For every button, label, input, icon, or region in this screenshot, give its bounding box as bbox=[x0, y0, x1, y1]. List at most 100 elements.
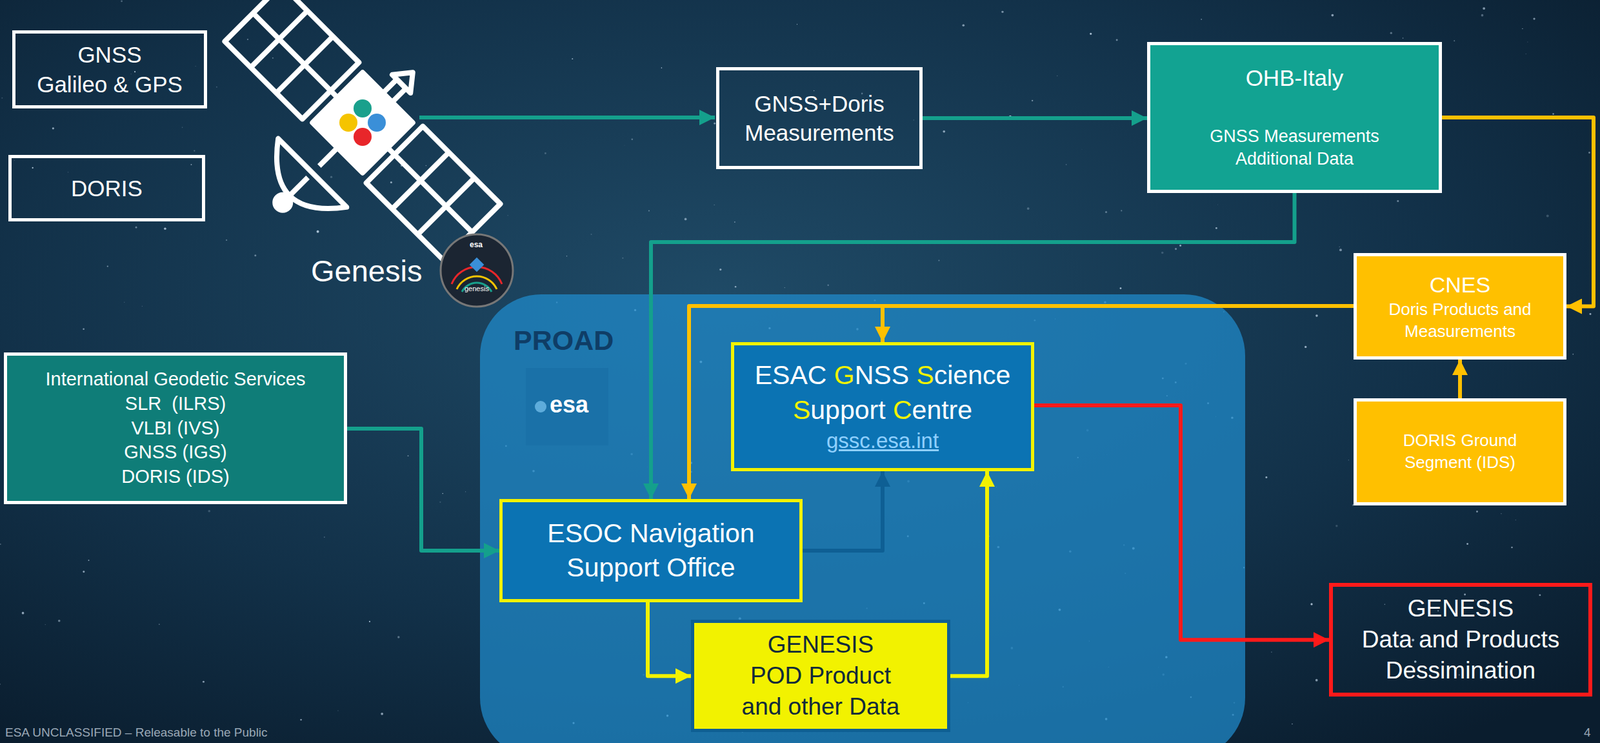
doris-ground-box: DORIS Ground Segment (IDS) bbox=[1353, 398, 1567, 506]
star bbox=[225, 239, 228, 241]
star bbox=[734, 285, 737, 288]
flow-arrow bbox=[689, 305, 1354, 499]
star bbox=[1065, 163, 1068, 166]
dissemination-box: GENESISData and Products Dessimination bbox=[1329, 582, 1593, 697]
star bbox=[1001, 10, 1004, 13]
node-title: GENESIS bbox=[1407, 592, 1515, 624]
node-title: DORIS Ground Segment (IDS) bbox=[1382, 429, 1538, 474]
star bbox=[390, 181, 393, 184]
star bbox=[1527, 41, 1528, 42]
esoc-box: ESOC Navigation Support Office bbox=[499, 498, 803, 602]
star bbox=[194, 65, 197, 68]
logo-text: genesis bbox=[464, 284, 490, 293]
star bbox=[123, 301, 125, 303]
star bbox=[1105, 210, 1108, 213]
star bbox=[1532, 17, 1535, 20]
node-text: Data and Products Dessimination bbox=[1349, 623, 1573, 686]
star bbox=[913, 119, 915, 120]
star bbox=[1215, 227, 1218, 230]
star bbox=[141, 305, 143, 307]
star bbox=[337, 709, 339, 711]
logo-text: esa bbox=[469, 240, 483, 250]
star bbox=[380, 712, 384, 715]
star bbox=[163, 227, 167, 230]
proad-region: PROADESAC GNSS Science Support Centregss… bbox=[480, 294, 1246, 743]
star bbox=[1310, 602, 1313, 605]
star bbox=[45, 623, 46, 625]
star bbox=[1120, 287, 1122, 290]
flow-arrow bbox=[347, 428, 500, 551]
node-title: DORIS bbox=[70, 173, 143, 204]
node-title: International Geodetic Services bbox=[45, 367, 306, 392]
star bbox=[630, 138, 633, 140]
node-title: OHB-Italy bbox=[1245, 63, 1344, 93]
flow-arrow bbox=[882, 305, 1354, 342]
measurement-box: GNSS+Doris Measurements bbox=[716, 67, 923, 170]
node-text: POD Product and other Data bbox=[729, 660, 913, 722]
star bbox=[507, 214, 509, 216]
flow-arrow bbox=[1458, 359, 1462, 399]
star bbox=[1265, 476, 1268, 479]
star bbox=[216, 86, 218, 88]
star bbox=[369, 620, 371, 622]
star bbox=[661, 67, 663, 69]
node-title: CNES bbox=[1429, 270, 1491, 299]
star bbox=[200, 38, 202, 40]
star bbox=[193, 149, 195, 151]
node-text: Doris Products and Measurements bbox=[1363, 298, 1557, 343]
star bbox=[1525, 53, 1527, 55]
star bbox=[442, 492, 444, 494]
star bbox=[323, 536, 326, 538]
star bbox=[247, 38, 249, 40]
star bbox=[82, 327, 85, 330]
genesis-logo bbox=[440, 234, 513, 307]
star bbox=[0, 683, 1, 685]
star bbox=[1056, 75, 1058, 77]
node-text: SLR (ILRS) bbox=[125, 391, 226, 417]
star bbox=[1339, 246, 1340, 248]
star bbox=[1510, 546, 1513, 549]
star bbox=[1572, 353, 1574, 355]
flow-arrow bbox=[1034, 405, 1330, 640]
star bbox=[1315, 678, 1319, 682]
star bbox=[1402, 37, 1404, 39]
star bbox=[1588, 151, 1591, 154]
node-text: GNSS Measurements Additional Data bbox=[1198, 125, 1392, 171]
star bbox=[1466, 542, 1469, 545]
flow-arrow bbox=[802, 470, 883, 551]
star bbox=[1315, 314, 1319, 317]
star bbox=[1589, 312, 1592, 315]
star bbox=[272, 57, 274, 59]
star bbox=[1217, 203, 1219, 206]
star bbox=[1335, 524, 1338, 527]
star bbox=[571, 58, 573, 60]
ohb-box: OHB-ItalyGNSS Measurements Additional Da… bbox=[1147, 41, 1442, 193]
star bbox=[1200, 18, 1202, 20]
node-title: GNSS+Doris Measurements bbox=[735, 89, 904, 148]
flow-arrow bbox=[650, 192, 1295, 499]
star bbox=[1384, 603, 1386, 605]
node-text: DORIS (IDS) bbox=[121, 464, 230, 490]
star bbox=[1348, 459, 1350, 460]
satellite-logo bbox=[339, 99, 386, 146]
star bbox=[590, 233, 593, 235]
cnes-box: CNESDoris Products and Measurements bbox=[1353, 252, 1567, 360]
star bbox=[1463, 593, 1466, 596]
star bbox=[1270, 650, 1272, 652]
page-number: 4 bbox=[1583, 725, 1591, 740]
doris-box: DORIS bbox=[8, 154, 206, 222]
star bbox=[67, 171, 69, 173]
node-title: ESOC Navigation Support Office bbox=[509, 516, 793, 586]
star bbox=[1161, 251, 1164, 255]
node-text: Galileo & GPS bbox=[36, 69, 183, 100]
esa-logo-text: esa bbox=[549, 390, 589, 419]
star bbox=[660, 232, 662, 235]
satellite-name: Genesis bbox=[310, 252, 422, 289]
star bbox=[1500, 512, 1502, 514]
star bbox=[254, 254, 257, 257]
star bbox=[621, 257, 624, 259]
star bbox=[52, 127, 55, 130]
igs-box: International Geodetic ServicesSLR (ILRS… bbox=[3, 352, 348, 504]
star bbox=[1546, 214, 1550, 217]
